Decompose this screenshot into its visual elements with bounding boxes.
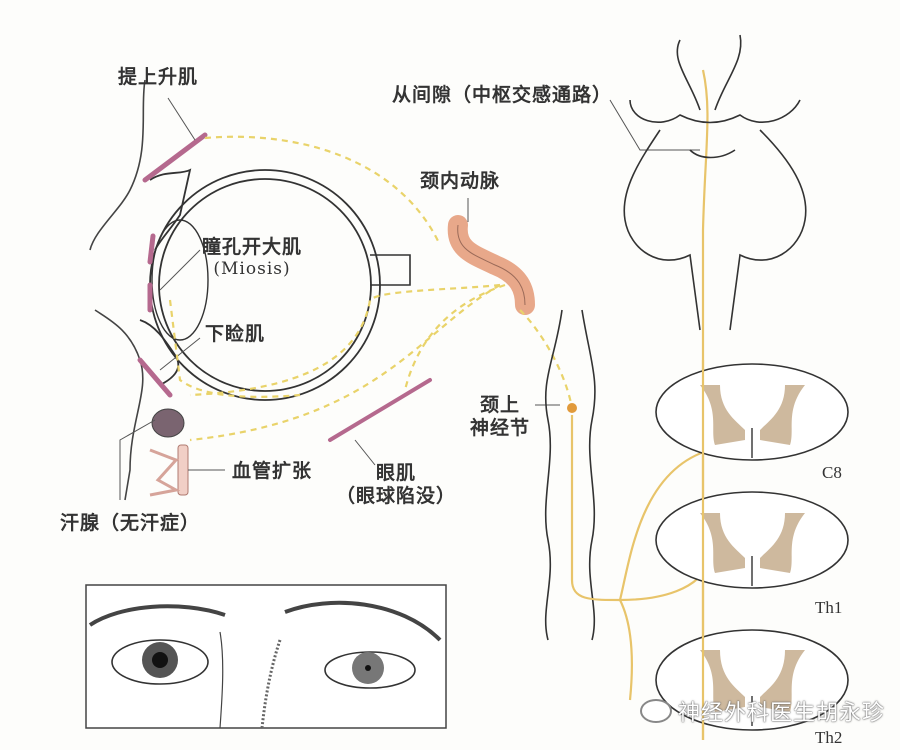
- brainstem: [623, 34, 807, 331]
- muscles: [137, 132, 432, 442]
- internal-carotid-artery: [447, 215, 535, 315]
- label-ganglion-line1: 颈上: [480, 394, 521, 416]
- label-orbital-line1: 眼肌: [376, 462, 417, 484]
- segment-label-c8: C8: [822, 463, 842, 482]
- postganglionic-fibers: [168, 135, 574, 442]
- segment-label-th1: Th1: [815, 598, 843, 617]
- label-carotid: 颈内动脉: [420, 170, 501, 192]
- watermark-text: 神经外科医生胡永珍: [678, 701, 886, 726]
- spinal-segment-c8: [655, 363, 849, 461]
- spinal-segment-th1: [655, 491, 849, 589]
- label-orbital-line2: （眼球陷没）: [336, 484, 457, 507]
- wechat-icon: [640, 699, 672, 723]
- label-central-path: 从间隙（中枢交感通路）: [392, 84, 613, 106]
- label-ganglion: 颈上 神经节: [470, 394, 530, 440]
- label-dilator-line1: 瞳孔开大肌: [202, 236, 303, 258]
- blood-vessel: [149, 444, 189, 497]
- superior-cervical-ganglion: [567, 403, 577, 413]
- nerve-pathways: [570, 69, 712, 740]
- label-sweat: 汗腺（无汗症）: [60, 512, 201, 534]
- label-lower-lid: 下睑肌: [205, 323, 266, 345]
- sympathetic-trunk: [544, 309, 596, 641]
- label-vessel: 血管扩张: [232, 460, 313, 482]
- face-inset: [85, 584, 447, 729]
- leader-lines: [119, 97, 700, 500]
- eyeball: [139, 168, 411, 401]
- sweat-gland: [151, 408, 185, 438]
- watermark: 神经外科医生胡永珍: [640, 695, 885, 727]
- label-dilator: 瞳孔开大肌 (Miosis): [202, 236, 302, 279]
- label-orbital: 眼肌 （眼球陷没）: [336, 462, 456, 508]
- label-dilator-line2: (Miosis): [213, 258, 291, 279]
- face-profile: [89, 79, 146, 501]
- label-ganglion-line2: 神经节: [470, 416, 531, 439]
- label-levator: 提上升肌: [118, 66, 199, 88]
- segment-label-th2: Th2: [815, 728, 843, 747]
